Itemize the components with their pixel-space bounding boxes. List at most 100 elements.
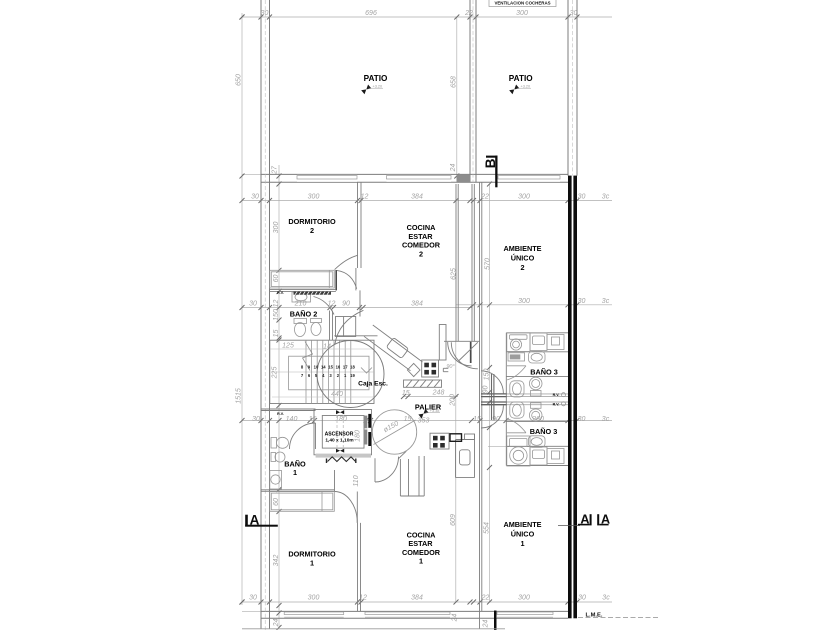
- svg-text:30: 30: [252, 416, 260, 423]
- svg-text:90: 90: [492, 416, 500, 423]
- svg-text:16: 16: [336, 364, 341, 369]
- svg-text:PALIER: PALIER: [415, 403, 442, 412]
- svg-text:30: 30: [578, 298, 586, 305]
- svg-text:6: 6: [308, 373, 311, 378]
- svg-text:R.V.: R.V.: [277, 412, 284, 416]
- svg-text:14: 14: [323, 344, 331, 351]
- svg-text:260: 260: [531, 416, 544, 423]
- svg-text:15: 15: [328, 364, 333, 369]
- svg-text:24: 24: [483, 620, 490, 629]
- svg-text:ÚNICO: ÚNICO: [511, 530, 535, 539]
- svg-text:15: 15: [473, 416, 481, 423]
- svg-text:COCINA: COCINA: [407, 223, 437, 232]
- svg-text:15: 15: [273, 330, 280, 338]
- svg-text:+3.20: +3.20: [373, 85, 383, 89]
- svg-text:12: 12: [273, 300, 280, 308]
- svg-text:60: 60: [273, 498, 280, 506]
- svg-text:210: 210: [294, 301, 307, 308]
- svg-text:30: 30: [249, 301, 257, 308]
- svg-text:R.V.: R.V.: [553, 402, 560, 406]
- svg-text:110: 110: [353, 475, 360, 486]
- svg-text:140: 140: [286, 416, 298, 423]
- svg-text:696: 696: [365, 10, 377, 17]
- svg-text:BAÑO 2: BAÑO 2: [290, 310, 318, 319]
- svg-text:COMEDOR: COMEDOR: [402, 548, 441, 557]
- svg-text:3c: 3c: [602, 298, 610, 305]
- svg-text:15: 15: [309, 416, 317, 423]
- svg-text:625: 625: [451, 268, 458, 280]
- svg-text:ASCENSOR: ASCENSOR: [325, 431, 354, 437]
- svg-text:30: 30: [578, 193, 586, 200]
- svg-text:5: 5: [315, 373, 318, 378]
- svg-text:342: 342: [273, 555, 280, 567]
- svg-text:570: 570: [485, 258, 492, 270]
- svg-text:8: 8: [301, 364, 304, 369]
- svg-text:300: 300: [516, 10, 528, 17]
- svg-text:300: 300: [518, 595, 530, 602]
- svg-text:9: 9: [308, 364, 311, 369]
- svg-text:12: 12: [361, 193, 369, 200]
- svg-text:90: 90: [483, 386, 490, 394]
- svg-text:A: A: [250, 512, 260, 527]
- svg-text:90°: 90°: [446, 364, 455, 370]
- svg-text:125: 125: [282, 343, 294, 350]
- svg-text:248: 248: [432, 389, 445, 396]
- svg-text:ESTAR: ESTAR: [408, 232, 433, 241]
- svg-text:609: 609: [450, 514, 457, 526]
- svg-text:15: 15: [402, 390, 410, 397]
- svg-text:COMEDOR: COMEDOR: [402, 241, 441, 250]
- svg-text:22: 22: [480, 193, 489, 200]
- svg-text:353: 353: [418, 417, 430, 424]
- svg-text:1: 1: [344, 373, 347, 378]
- svg-text:2: 2: [337, 373, 340, 378]
- svg-text:AMBIENTE: AMBIENTE: [503, 520, 541, 529]
- svg-text:30: 30: [578, 416, 586, 423]
- svg-text:19: 19: [350, 373, 355, 378]
- svg-text:15: 15: [404, 416, 412, 423]
- svg-text:A: A: [580, 513, 589, 527]
- svg-text:30: 30: [261, 10, 269, 17]
- svg-text:10: 10: [314, 364, 319, 369]
- svg-text:554: 554: [484, 522, 491, 534]
- svg-text:4: 4: [322, 373, 325, 378]
- svg-text:300: 300: [308, 193, 320, 200]
- svg-text:150: 150: [273, 309, 280, 321]
- svg-text:200: 200: [450, 394, 457, 407]
- svg-text:650: 650: [236, 74, 243, 86]
- svg-text:30: 30: [251, 193, 259, 200]
- svg-text:R.V.: R.V.: [553, 393, 560, 397]
- svg-text:Caja Esc.: Caja Esc.: [358, 381, 388, 388]
- svg-text:300: 300: [518, 298, 530, 305]
- svg-text:1: 1: [310, 559, 314, 568]
- svg-text:1: 1: [520, 539, 524, 548]
- svg-text:3c: 3c: [602, 595, 610, 602]
- svg-text:12: 12: [328, 301, 336, 308]
- svg-text:22: 22: [464, 10, 473, 17]
- svg-text:7: 7: [301, 373, 304, 378]
- svg-text:A: A: [601, 513, 610, 527]
- svg-text:2: 2: [520, 263, 524, 272]
- svg-text:BAÑO 3: BAÑO 3: [530, 427, 558, 436]
- svg-text:1: 1: [419, 557, 423, 566]
- svg-text:+3.20: +3.20: [521, 85, 531, 89]
- svg-text:24: 24: [273, 619, 280, 628]
- svg-text:B: B: [483, 158, 498, 168]
- svg-text:22: 22: [481, 595, 490, 602]
- svg-text:PATIO: PATIO: [364, 74, 388, 83]
- svg-text:440: 440: [331, 391, 343, 398]
- svg-text:300: 300: [273, 222, 280, 234]
- svg-text:225: 225: [272, 367, 279, 380]
- svg-text:3: 3: [329, 373, 332, 378]
- svg-text:ÚNICO: ÚNICO: [511, 254, 535, 263]
- svg-text:BAÑO 3: BAÑO 3: [530, 367, 558, 376]
- svg-text:1515: 1515: [236, 388, 243, 404]
- svg-text:384: 384: [411, 193, 423, 200]
- svg-text:DORMITORIO: DORMITORIO: [288, 217, 336, 226]
- svg-text:R.V.: R.V.: [277, 291, 284, 295]
- svg-text:384: 384: [411, 595, 423, 602]
- svg-text:+3.38: +3.38: [430, 409, 440, 413]
- svg-text:30: 30: [249, 595, 257, 602]
- svg-text:150: 150: [484, 369, 491, 381]
- svg-text:60: 60: [273, 275, 280, 283]
- svg-text:18: 18: [350, 364, 355, 369]
